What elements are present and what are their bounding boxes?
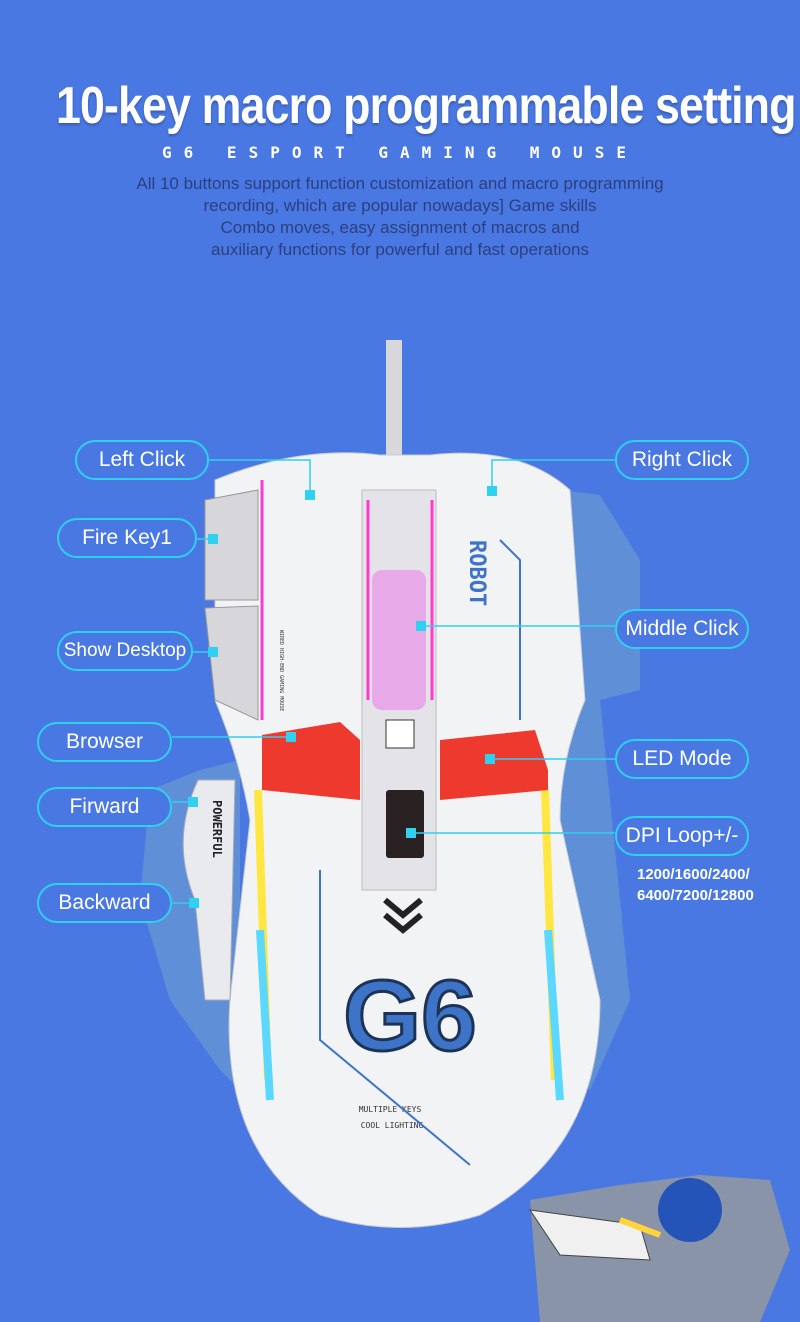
- callout-markers: [188, 486, 497, 908]
- dpi-values: 1200/1600/2400/ 6400/7200/12800: [637, 864, 754, 906]
- robot-figure: [528, 1175, 790, 1322]
- dpi-button-shape: [386, 790, 424, 858]
- fire-key1-label: Fire Key1: [57, 518, 197, 558]
- show-desktop-label: Show Desktop: [57, 631, 193, 671]
- led-mode-label: LED Mode: [615, 739, 749, 779]
- dpi-values-line: 1200/1600/2400/: [637, 866, 750, 883]
- side-print-robot: ROBOT: [464, 540, 489, 606]
- small-print: WIRED HIGH-END GAMING MOUSE: [278, 630, 284, 711]
- rgb-strip: [544, 929, 564, 1101]
- backward-label: Backward: [37, 883, 172, 923]
- forward-label: Firward: [37, 787, 172, 827]
- show-desktop-button-shape: [204, 605, 259, 721]
- led-button-shape: [440, 730, 548, 800]
- fire-key-button-shape: [204, 489, 259, 601]
- decor-line: [319, 870, 471, 1166]
- scroll-wheel: [372, 570, 426, 710]
- middle-click-label: Middle Click: [615, 609, 749, 649]
- page-title: 10-key macro programmable setting: [56, 77, 796, 135]
- browser-label: Browser: [37, 722, 172, 762]
- right-click-label: Right Click: [615, 440, 749, 480]
- side-print-powerful: POWERFUL: [210, 800, 224, 858]
- dpi-loop-label: DPI Loop+/-: [615, 816, 749, 856]
- bottom-print-2: COOL LIGHTING: [361, 1121, 424, 1130]
- description-line: auxiliary functions for powerful and fas…: [211, 240, 589, 259]
- description: All 10 buttons support function customiz…: [0, 173, 800, 261]
- description-line: All 10 buttons support function customiz…: [136, 174, 664, 193]
- decor-line: [499, 539, 521, 720]
- description-line: recording, which are popular nowadays] G…: [203, 196, 597, 215]
- mouse-cable: [386, 340, 402, 470]
- browser-button-shape: [262, 722, 360, 800]
- x-badge-icon: [385, 719, 415, 749]
- chevron-down-icon: [383, 897, 423, 934]
- g6-logo: G6: [343, 960, 476, 1072]
- bottom-print-1: MULTIPLE KEYS: [359, 1105, 422, 1114]
- rgb-strip: [256, 929, 274, 1101]
- dpi-values-line: 6400/7200/12800: [637, 887, 754, 904]
- callout-lines: [172, 459, 615, 904]
- description-line: Combo moves, easy assignment of macros a…: [220, 218, 580, 237]
- left-click-label: Left Click: [75, 440, 209, 480]
- product-subtitle: G6 ESPORT GAMING MOUSE: [162, 143, 638, 162]
